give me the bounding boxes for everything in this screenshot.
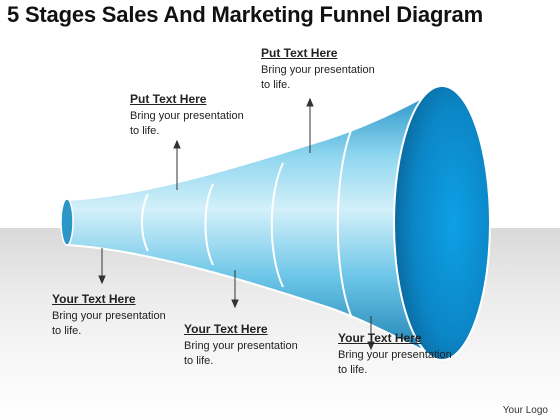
arrow-down-3 (367, 316, 375, 351)
callout-body: Bring your presentation to life. (52, 310, 166, 337)
arrow-down-2 (231, 270, 239, 309)
callout-heading: Put Text Here (130, 92, 207, 106)
callout-heading: Put Text Here (261, 46, 338, 60)
callout-body: Bring your presentation to life. (261, 64, 375, 91)
callout-bottom-3: Your Text Here Bring your presentation t… (338, 331, 458, 378)
callout-bottom-2: Your Text Here Bring your presentation t… (184, 322, 304, 369)
funnel-tip (60, 198, 74, 246)
arrow-down-1 (98, 248, 106, 285)
logo-text: Your Logo (502, 405, 548, 416)
callout-heading: Your Text Here (52, 292, 136, 306)
callout-heading: Your Text Here (184, 322, 268, 336)
callout-body: Bring your presentation to life. (338, 349, 452, 376)
page-title: 5 Stages Sales And Marketing Funnel Diag… (7, 2, 483, 27)
segment-divider-4 (336, 127, 353, 319)
callout-bottom-1: Your Text Here Bring your presentation t… (52, 292, 172, 339)
arrow-up-1 (173, 139, 181, 190)
callout-top-left: Put Text Here Bring your presentation to… (130, 92, 250, 139)
callout-heading: Your Text Here (338, 331, 422, 345)
callout-top-right: Put Text Here Bring your presentation to… (261, 46, 381, 93)
callout-body: Bring your presentation to life. (184, 340, 298, 367)
segment-divider-2 (204, 183, 214, 266)
segment-divider-3 (270, 162, 284, 288)
segment-divider-1 (141, 193, 149, 252)
arrow-up-2 (306, 97, 314, 153)
callout-body: Bring your presentation to life. (130, 110, 244, 137)
funnel-mouth (393, 85, 491, 361)
